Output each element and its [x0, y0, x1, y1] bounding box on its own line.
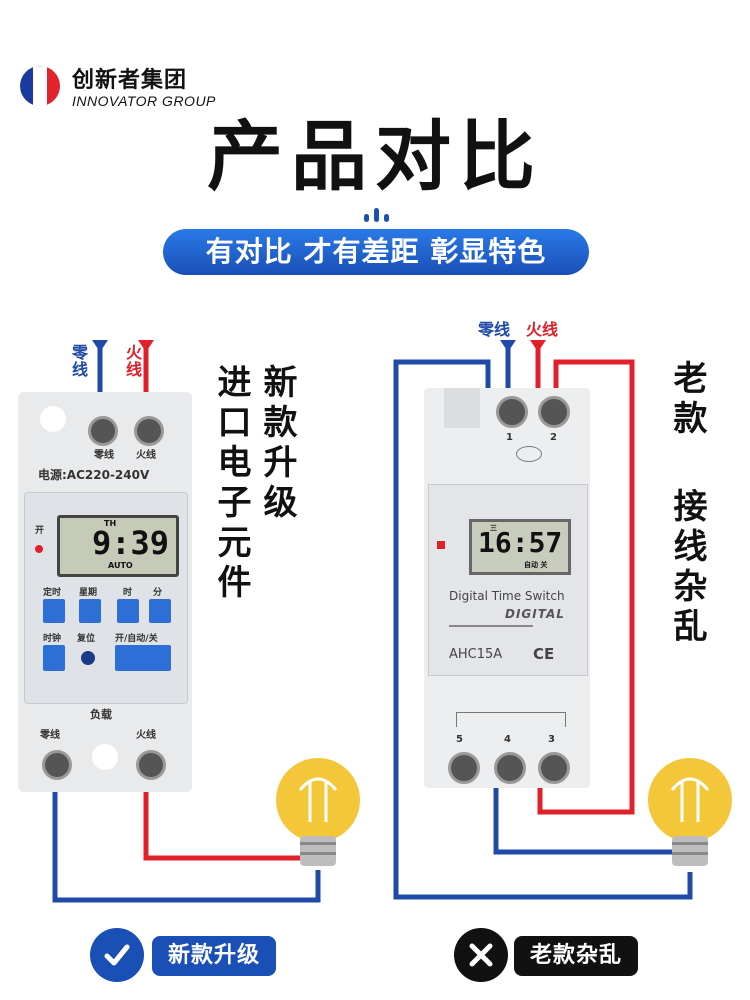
- terminal-number-1: 1: [506, 432, 513, 443]
- brand-name-en: INNOVATOR GROUP: [72, 93, 216, 109]
- terminal-label-live: 火线: [136, 450, 156, 461]
- button-label-hour: 时: [123, 588, 133, 598]
- lcd-time: 9:39: [92, 524, 170, 562]
- lcd-time: 16:57: [478, 526, 563, 559]
- model-label: AHC15A: [449, 647, 503, 662]
- page-title: 产品对比: [207, 112, 543, 201]
- terminal-screw-icon: [88, 416, 118, 446]
- brand-logo: [20, 66, 60, 106]
- lcd-display: 三 16:57 自动 关: [469, 519, 571, 575]
- brand-name-cn: 创新者集团: [72, 68, 188, 93]
- terminal-label-neutral: 零线: [94, 450, 114, 461]
- device-hole: [40, 406, 66, 432]
- button-label-reset: 复位: [77, 634, 96, 644]
- ac-symbol-icon: [516, 446, 542, 462]
- terminal-number-3: 3: [548, 734, 555, 745]
- cross-icon: [454, 928, 508, 982]
- new-live-wire-label: 火线: [123, 344, 142, 378]
- divider: [449, 625, 533, 627]
- old-messy-badge: 老款杂乱: [514, 936, 638, 976]
- old-side-text-messy: 接线杂乱: [667, 488, 707, 648]
- new-upgrade-badge: 新款升级: [152, 936, 276, 976]
- power-label: 电源:AC220-240V: [38, 468, 150, 482]
- lcd-display: TH 9:39 AUTO: [57, 515, 179, 577]
- device-name: Digital Time Switch: [449, 589, 565, 603]
- load-label: 负载: [90, 708, 112, 721]
- terminal-number-5: 5: [456, 734, 463, 745]
- week-button[interactable]: [79, 599, 101, 623]
- terminal-screw-icon: [134, 416, 164, 446]
- lcd-mode: AUTO: [108, 561, 133, 570]
- terminal-number-2: 2: [550, 432, 557, 443]
- old-neutral-wire-label: 零线: [478, 320, 511, 339]
- bottom-terminal-label-neutral: 零线: [40, 730, 60, 741]
- lcd-top-label: 三: [490, 524, 497, 532]
- decorative-bars: [360, 208, 392, 222]
- lcd-mode: 自动 关: [524, 561, 548, 569]
- old-side-text-old: 老款: [667, 360, 707, 440]
- front-panel: 三 16:57 自动 关 Digital Time Switch DIGITAL…: [428, 484, 588, 676]
- device-hole: [92, 744, 118, 770]
- front-panel: 开 TH 9:39 AUTO 定时 星期 时 分 时钟 复位 开/自动/关: [24, 492, 188, 704]
- ce-mark: CE: [533, 645, 555, 663]
- terminal-screw-icon: [42, 750, 72, 780]
- terminal-number-4: 4: [504, 734, 511, 745]
- new-side-text-imported: 进口电子元件: [211, 364, 251, 604]
- hour-button[interactable]: [117, 599, 139, 623]
- bottom-terminal-label-live: 火线: [136, 730, 156, 741]
- terminal-screw-icon: [496, 396, 528, 428]
- tagline-banner: 有对比 才有差距 彰显特色: [163, 229, 589, 275]
- new-side-text-upgrade: 新款升级: [257, 364, 297, 524]
- check-icon: [90, 928, 144, 982]
- button-label-timer: 定时: [43, 588, 62, 598]
- old-timer-device: 1 2 三 16:57 自动 关 Digital Time Switch DIG…: [424, 388, 590, 788]
- clock-button[interactable]: [43, 645, 65, 671]
- brand-mark: DIGITAL: [505, 607, 565, 621]
- new-neutral-wire-label: 零线: [69, 344, 88, 378]
- indicator-label: 开: [35, 526, 45, 536]
- new-timer-device: 零线 火线 电源:AC220-240V 开 TH 9:39 AUTO 定时 星期…: [18, 392, 192, 792]
- button-label-minute: 分: [153, 588, 163, 598]
- minute-button[interactable]: [149, 599, 171, 623]
- old-live-wire-label: 火线: [526, 320, 559, 339]
- relay-symbol-icon: [456, 712, 566, 727]
- reset-button[interactable]: [81, 651, 95, 665]
- terminal-screw-icon: [136, 750, 166, 780]
- timer-button[interactable]: [43, 599, 65, 623]
- indicator-led: [437, 541, 445, 549]
- device-tab: [444, 388, 480, 428]
- mode-switch-button[interactable]: [115, 645, 171, 671]
- terminal-screw-icon: [494, 752, 526, 784]
- terminal-screw-icon: [538, 752, 570, 784]
- terminal-screw-icon: [538, 396, 570, 428]
- light-bulb-icon-left: [276, 758, 360, 866]
- button-label-mode: 开/自动/关: [115, 634, 158, 644]
- light-bulb-icon-right: [648, 758, 732, 866]
- button-label-clock: 时钟: [43, 634, 62, 644]
- lcd-top-label: TH: [104, 519, 117, 528]
- terminal-screw-icon: [448, 752, 480, 784]
- indicator-led: [35, 545, 43, 553]
- button-label-week: 星期: [79, 588, 98, 598]
